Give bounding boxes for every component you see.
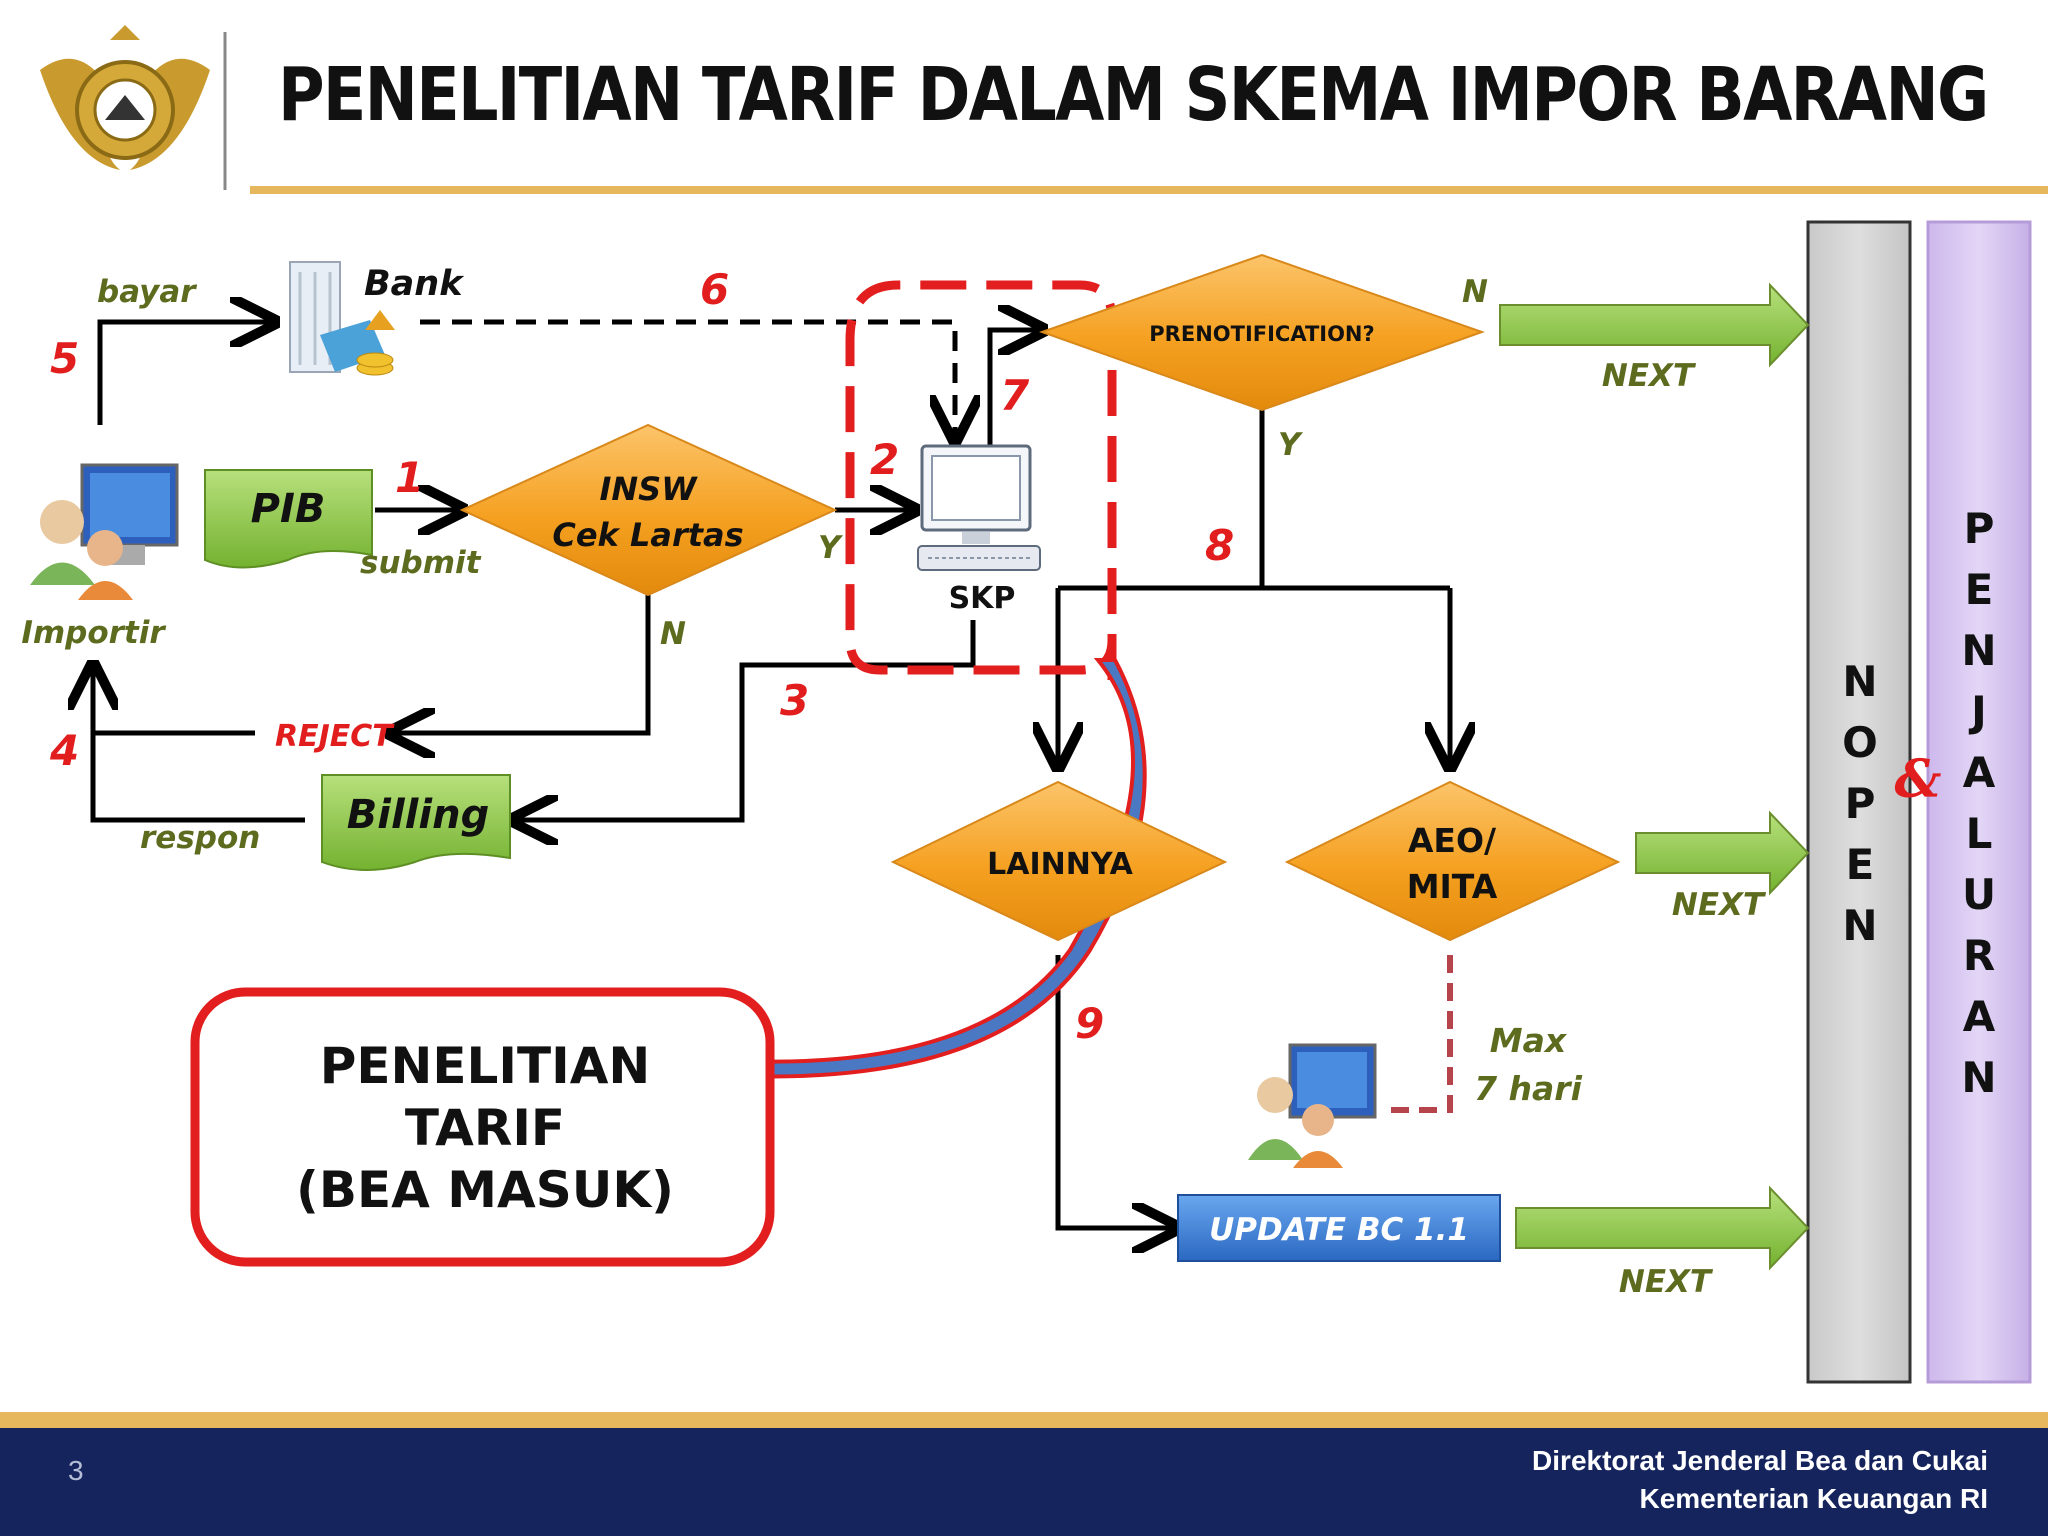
footer-line2: Kementerian Keuangan RI [1639,1483,1988,1514]
skp-highlight-frame [845,280,1117,680]
callout-box [190,987,775,1267]
nopen-column [1806,220,1912,1384]
penjaluran-letter: A [1963,748,1996,797]
emblem-logo [40,25,210,170]
penjaluran-letter: N [1961,1053,1996,1102]
flow-lainnya-to-update [1055,955,1172,1228]
decision-aeo-mita [1284,780,1621,942]
penjaluran-letter: U [1962,870,1996,919]
step-number-6: 6 [700,265,729,314]
insw-label-line2: Cek Lartas [552,516,743,554]
respon-label: respon [140,820,260,856]
next-label-middle: NEXT [1672,887,1767,923]
update-bc-box [1177,1194,1501,1262]
nopen-letter: N [1842,657,1877,706]
footer-gold-band [0,1412,2048,1428]
footer-line1: Direktorat Jenderal Bea dan Cukai [1532,1445,1988,1476]
pib-label: PIB [251,486,326,532]
penjaluran-letter: P [1964,504,1995,553]
step-number-7: 7 [1000,371,1030,420]
flow-billing-to-importir [93,670,305,823]
callout-line3: (BEA MASUK) [296,1161,674,1219]
penjaluran-letter: E [1965,565,1994,614]
page-title: PENELITIAN TARIF DALAM SKEMA IMPOR BARAN… [278,52,1989,138]
insw-label-line1: INSW [599,470,698,508]
next-arrows [1499,282,1810,1271]
flow-insw-reject [395,595,651,733]
nopen-letter: P [1845,779,1876,828]
penjaluran-letter: J [1968,687,1987,736]
nopen-letter: N [1842,901,1877,950]
step-number-1: 1 [395,453,424,502]
bank-label: Bank [364,264,465,304]
update-bc-label: UPDATE BC 1.1 [1209,1212,1469,1248]
step-number-8: 8 [1205,521,1234,570]
flow-skp-to-billing [518,620,976,820]
prenotification-label: PRENOTIFICATION? [1149,322,1374,346]
page-number: 3 [68,1455,84,1486]
ampersand-label: & [1895,749,1942,810]
submit-label: submit [360,545,482,581]
bayar-label: bayar [97,274,197,310]
prenotification-yes-label: Y [1278,427,1304,463]
bank-icon [289,261,395,376]
callout-line1: PENELITIAN [319,1037,651,1095]
aeo-label-line2: MITA [1407,867,1498,906]
step-number-2: 2 [870,435,899,484]
skp-label: SKP [949,581,1016,616]
officer-icon [1248,1043,1377,1168]
max-label-line2: 7 hari [1474,1069,1582,1108]
decision-insw [459,423,838,597]
billing-box [321,774,511,871]
penjaluran-letter: R [1963,931,1995,980]
decision-lainnya [890,780,1228,942]
pib-box [204,469,373,569]
billing-label: Billing [347,792,489,838]
flow-aeo-wait [1385,955,1453,1113]
prenotification-no-label: N [1462,274,1488,310]
step-number-5: 5 [50,334,79,383]
callout-text: PENELITIAN TARIF (BEA MASUK) [195,1035,775,1221]
next-arrow-top [1499,282,1810,368]
step-number-9: 9 [1075,999,1104,1048]
flow-skp-to-prenotification [987,330,1038,445]
penjaluran-letter: N [1961,626,1996,675]
insw-yes-label: Y [818,530,844,566]
importir-label: Importir [21,615,166,651]
flow-bank-to-skp [420,319,955,435]
footer-bar [0,1428,2048,1536]
flow-importir-to-bank [97,322,270,425]
max-label-line1: Max [1490,1021,1568,1060]
aeo-label-line1: AEO/ [1408,821,1497,860]
next-label-bottom: NEXT [1619,1264,1714,1300]
skp-computer-icon [917,444,1041,571]
callout-line2: TARIF [404,1099,566,1157]
penjaluran-letter: L [1966,809,1993,858]
lainnya-label: LAINNYA [987,847,1134,882]
reject-label: REJECT [275,719,395,754]
importir-icon [30,463,179,600]
nopen-letter: E [1846,840,1875,889]
decision-prenotification [1038,253,1486,412]
nopen-letter: O [1842,718,1878,767]
step-number-3: 3 [780,676,809,725]
next-arrow-bottom [1515,1185,1810,1271]
next-label-top: NEXT [1602,358,1697,394]
penjaluran-letter: A [1963,992,1996,1041]
next-arrow-middle [1635,810,1810,896]
insw-no-label: N [660,616,686,652]
step-number-4: 4 [49,726,79,775]
penjaluran-column [1926,220,2032,1384]
